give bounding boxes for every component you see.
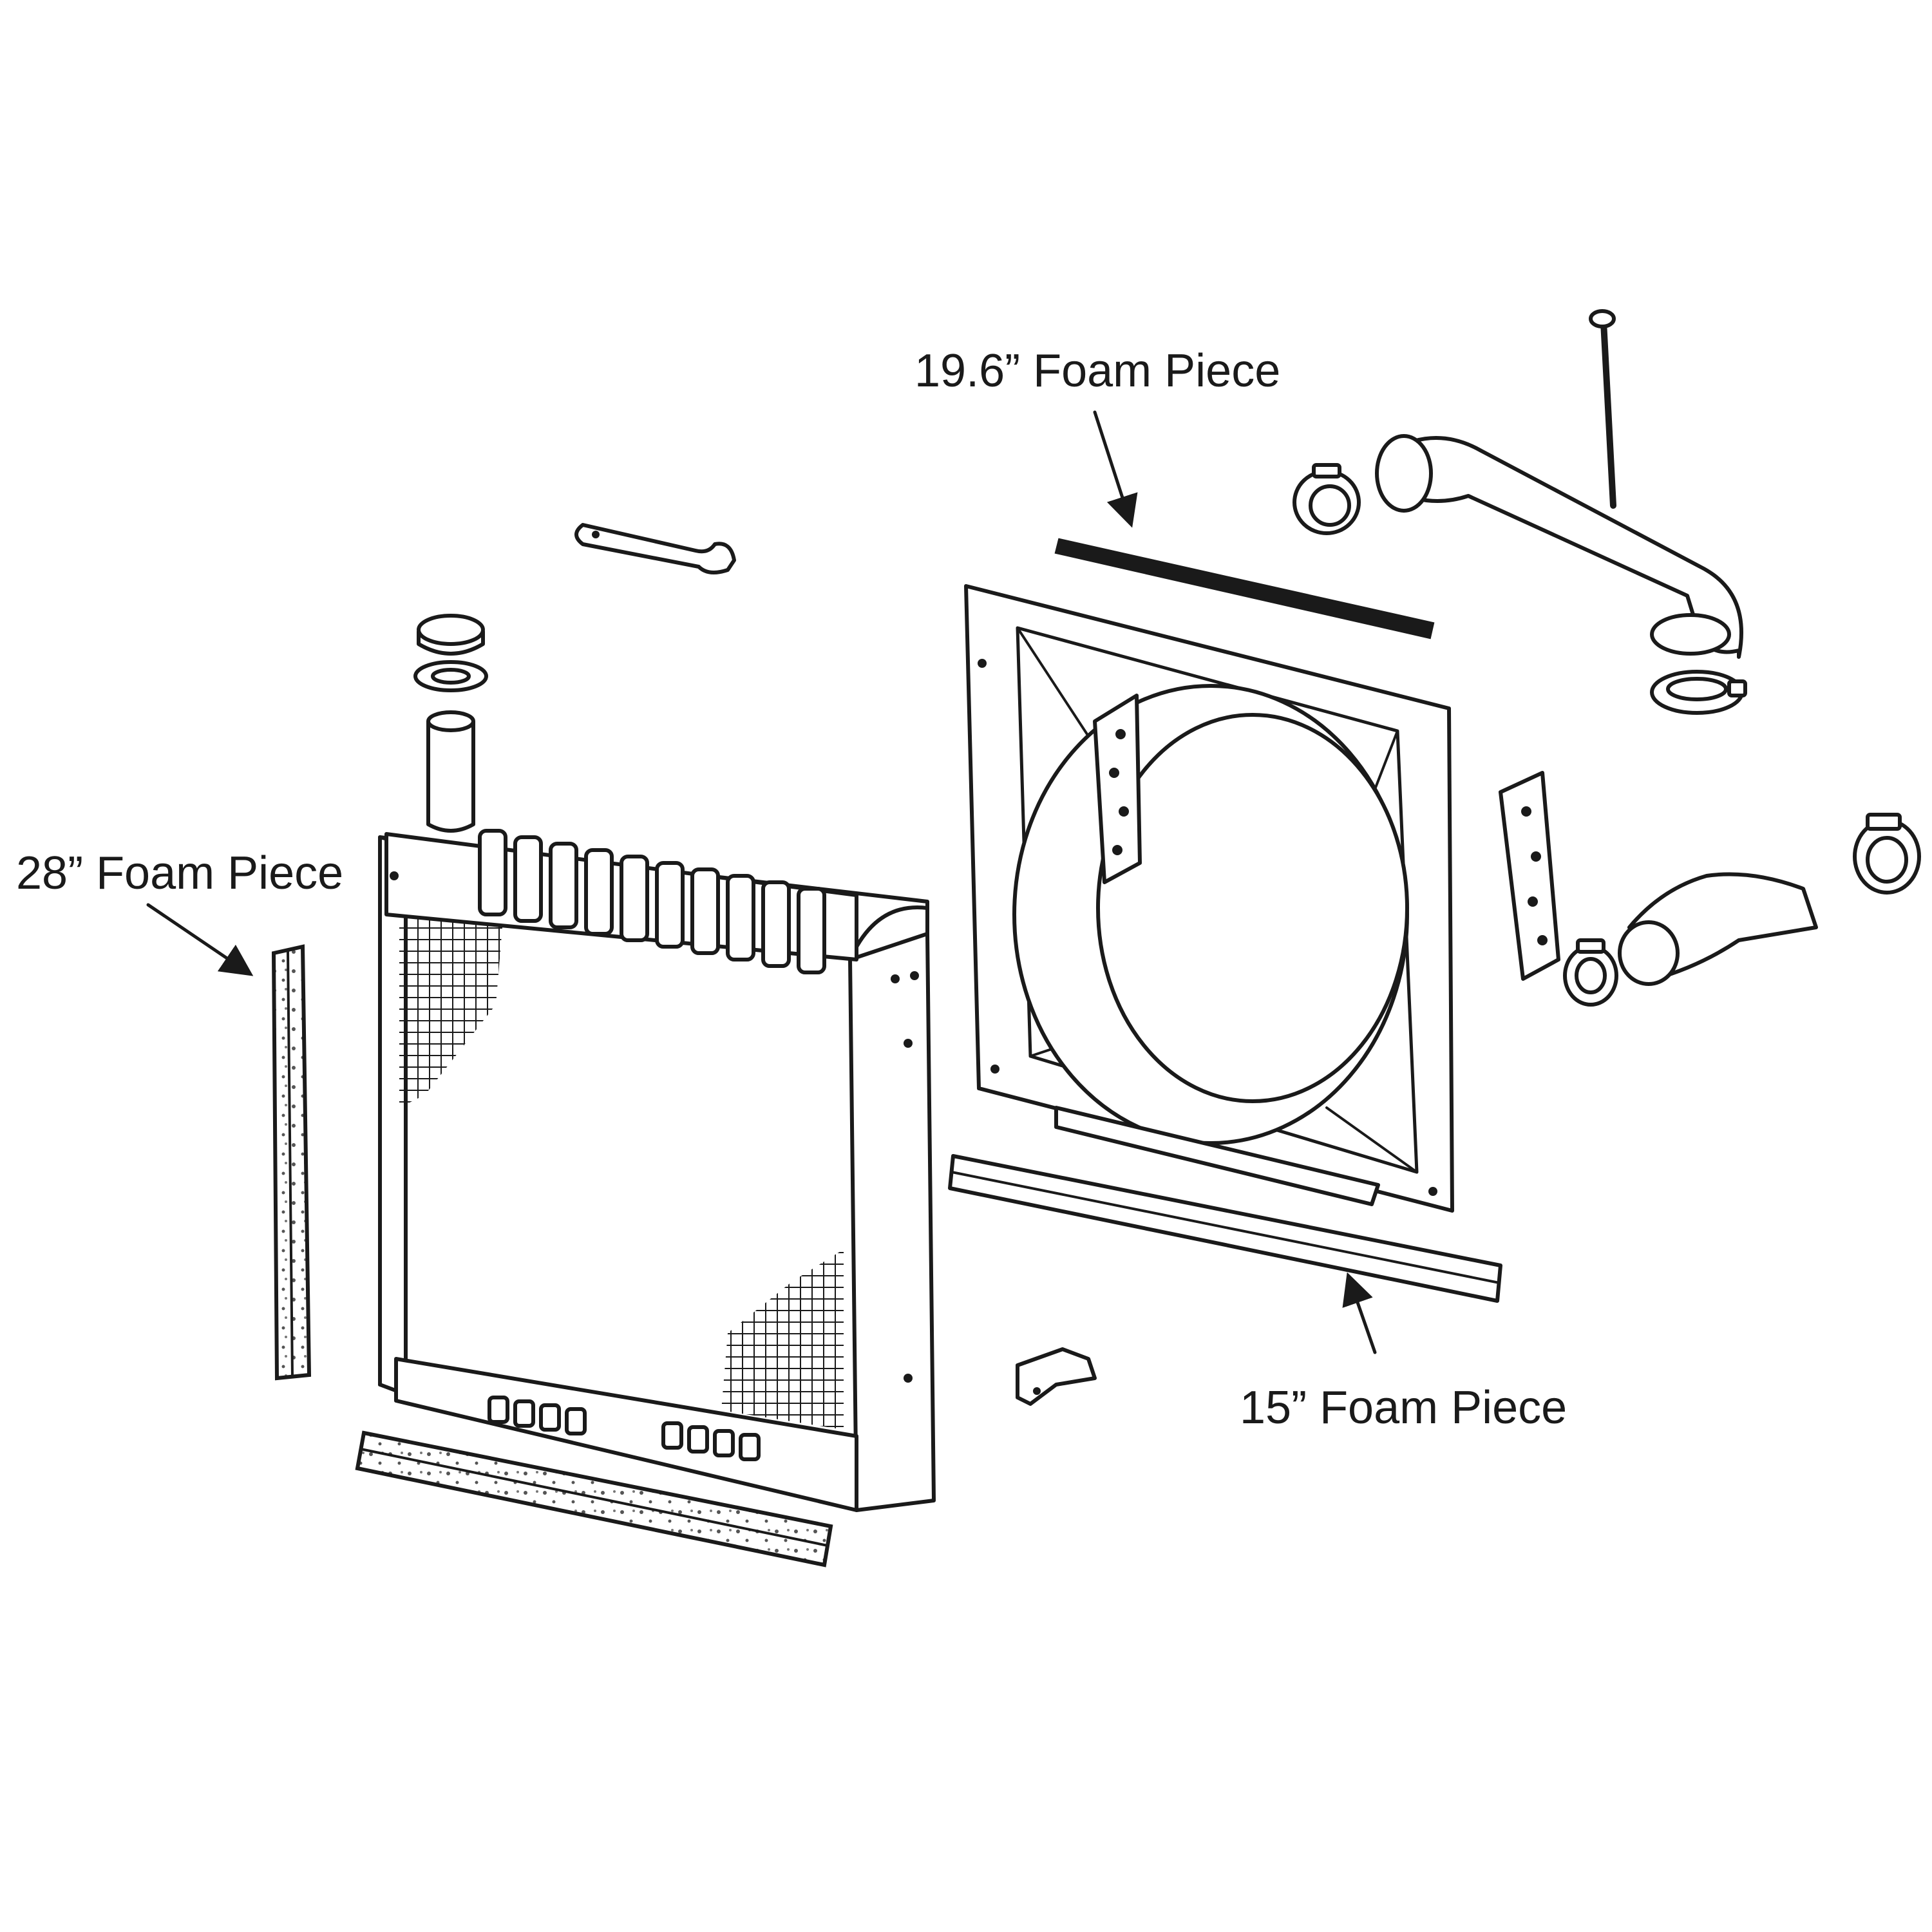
mounting-bracket [574,523,736,574]
upper-hose [1375,434,1743,659]
foam-piece-bottom [355,1430,833,1567]
foam-piece-19-6 [1054,538,1435,639]
fan-shroud [964,584,1560,1213]
arrow-28 [146,903,254,976]
label-foam-19-6: 19.6” Foam Piece [914,345,1280,397]
hose-clamp-upper-left [1293,463,1361,535]
bottom-ports [488,1396,761,1461]
drain-cock [1016,1347,1097,1406]
label-foam-28: 28” Foam Piece [16,848,343,899]
top-fins [478,829,826,974]
foam-piece-28 [271,944,312,1381]
lower-hose [1618,872,1818,986]
label-foam-15: 15” Foam Piece [1240,1382,1567,1434]
core-mesh-lower [721,1249,844,1430]
foam-piece-15 [948,1154,1502,1303]
cap-gasket [413,660,488,692]
hose-clamp-upper-right [1650,670,1747,715]
arrow-19-6 [1093,410,1138,528]
filler-neck [426,710,475,833]
arrow-15 [1342,1272,1377,1354]
hose-clamp-lower-right [1853,813,1921,895]
core-mesh-upper [399,914,502,1108]
hose-clamp-lower-left [1563,938,1618,1007]
radiator-cap [417,614,485,656]
radiator-core [378,829,936,1512]
long-bolt [1589,309,1616,509]
